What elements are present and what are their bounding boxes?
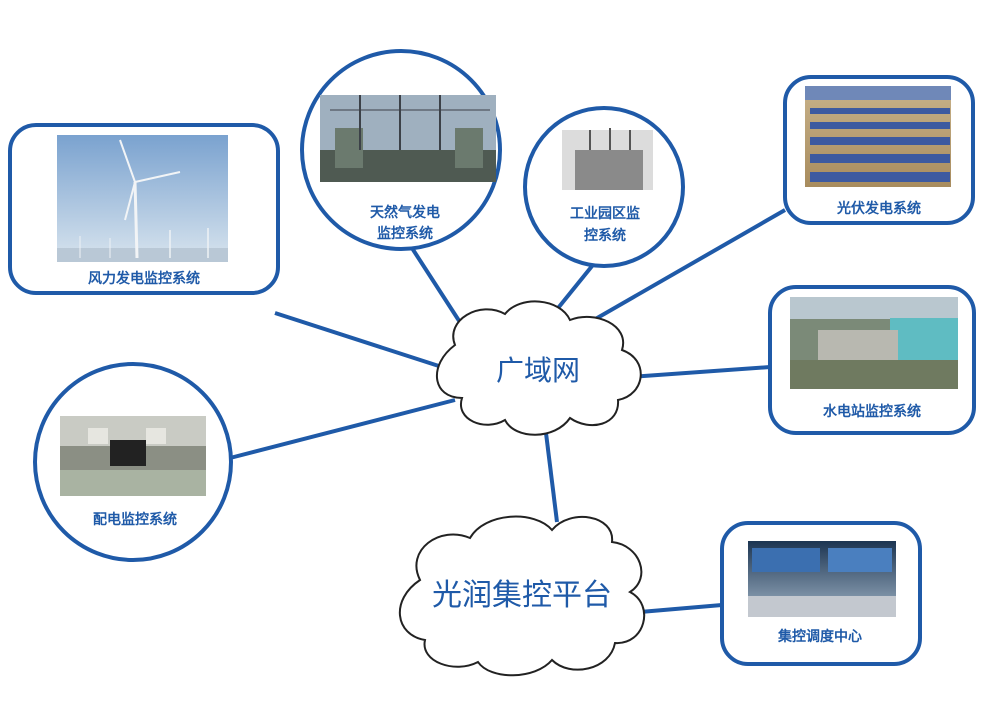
link-wind — [274, 311, 446, 370]
node-wind[interactable]: 风力发电监控系统 — [8, 123, 280, 295]
dispatch-center-image — [748, 541, 896, 617]
wind-turbine-image — [57, 135, 228, 262]
solar-panels-image — [805, 86, 951, 187]
platform-label: 光润集控平台 — [432, 578, 612, 613]
dispatch-label: 集控调度中心 — [777, 628, 862, 645]
gas-label-line2: 监控系统 — [377, 225, 433, 242]
hub-cloud: 广域网 — [436, 300, 642, 436]
gas-label-line1: 天然气发电 — [370, 204, 440, 221]
link-hub-platform — [543, 424, 559, 523]
node-dispatch[interactable]: 集控调度中心 — [720, 521, 922, 666]
link-dispatch — [639, 603, 723, 614]
link-distribution — [229, 398, 456, 460]
solar-label: 光伏发电系统 — [836, 200, 921, 217]
link-gas — [408, 243, 467, 332]
link-solar — [584, 208, 786, 327]
gas-substation-image — [320, 95, 496, 182]
node-hydro[interactable]: 水电站监控系统 — [768, 285, 976, 435]
hydro-label: 水电站监控系统 — [823, 403, 921, 420]
industry-transformer-image — [562, 128, 653, 190]
hub-label: 广域网 — [496, 354, 580, 387]
node-distribution[interactable]: 配电监控系统 — [33, 362, 233, 562]
link-hydro — [629, 365, 771, 379]
distribution-cabinet-image — [60, 416, 206, 496]
distribution-label: 配电监控系统 — [93, 511, 177, 528]
hydro-dam-image — [790, 297, 958, 389]
node-industry[interactable]: 工业园区监 控系统 — [523, 106, 685, 268]
industry-label-line2: 控系统 — [584, 227, 626, 244]
wind-label: 风力发电监控系统 — [88, 270, 200, 287]
node-gas[interactable]: 天然气发电 监控系统 — [300, 49, 502, 251]
platform-cloud: 光润集控平台 — [398, 515, 646, 677]
node-solar[interactable]: 光伏发电系统 — [783, 75, 975, 225]
industry-label-line1: 工业园区监 — [570, 205, 640, 222]
